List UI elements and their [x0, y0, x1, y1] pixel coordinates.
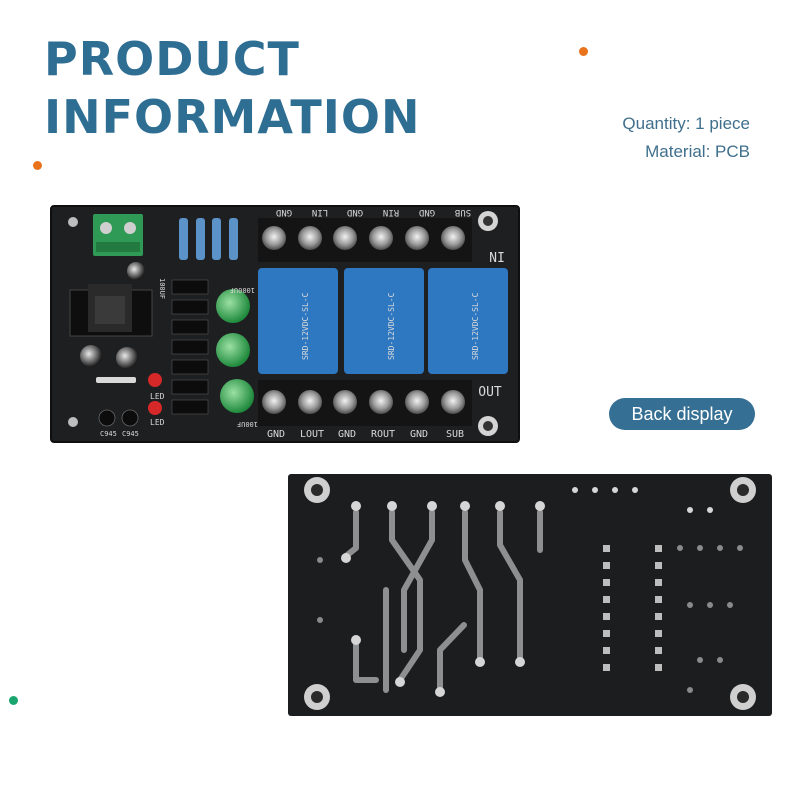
top-terminal-label: GND [276, 207, 292, 217]
power-terminal-block [93, 214, 143, 256]
orange-dot-decoration [579, 47, 588, 56]
bottom-terminal-label: SUB [446, 429, 464, 440]
heading-line-1: PRODUCT [44, 32, 300, 86]
cap-label: 100UF [237, 420, 258, 428]
top-terminal-label: GND [347, 207, 363, 217]
top-terminal-label: LIN [312, 207, 328, 217]
bottom-terminal-label: GND [267, 429, 285, 440]
led-label: LED [150, 418, 165, 427]
bottom-terminal-label: ROUT [371, 429, 395, 440]
bottom-terminal-label: GND [338, 429, 356, 440]
relay-label: SRD-12VDC-SL-C [387, 292, 396, 360]
back-display-badge: Back display [609, 398, 755, 430]
green-dot-decoration [9, 696, 18, 705]
pin-column [603, 545, 662, 671]
material-text: Material: PCB [645, 142, 750, 161]
cap-label: 100UF [158, 278, 166, 299]
relays: SRD-12VDC-SL-C SRD-12VDC-SL-C SRD-12VDC-… [258, 268, 508, 374]
resistors [179, 218, 238, 260]
solder-pads [341, 487, 713, 697]
top-terminal-label: RIN [383, 207, 399, 217]
back-board [288, 474, 772, 716]
led-label: LED [150, 392, 165, 401]
transistor-label: C945 [100, 430, 117, 438]
voltage-regulator [69, 284, 153, 337]
ic-chips [171, 279, 209, 415]
top-terminal-label: GND [419, 207, 435, 217]
top-terminal-screws [262, 226, 465, 250]
transistor-label: C945 [122, 430, 139, 438]
top-terminal-label: SUB [455, 207, 471, 217]
out-label: OUT [478, 385, 502, 400]
vias [317, 545, 743, 693]
bottom-terminal-label: LOUT [300, 429, 324, 440]
bottom-terminal-label: GND [410, 429, 428, 440]
quantity-text: Quantity: 1 piece [622, 114, 750, 133]
product-specs: Quantity: 1 piece Material: PCB [622, 110, 750, 166]
relay-label: SRD-12VDC-SL-C [471, 292, 480, 360]
relay-label: SRD-12VDC-SL-C [301, 292, 310, 360]
bottom-terminal-screws [262, 390, 465, 414]
pcb-traces [343, 509, 543, 693]
front-board: GND LIN GND RIN GND SUB IN GND LOUT GND … [50, 205, 520, 443]
orange-dot-decoration [33, 161, 42, 170]
in-label: IN [489, 248, 505, 263]
heading-line-2: INFORMATION [44, 90, 421, 144]
cap-label: 1000UF [230, 286, 255, 294]
product-information-heading: PRODUCT INFORMATION [44, 30, 420, 146]
green-capacitors [216, 289, 254, 413]
